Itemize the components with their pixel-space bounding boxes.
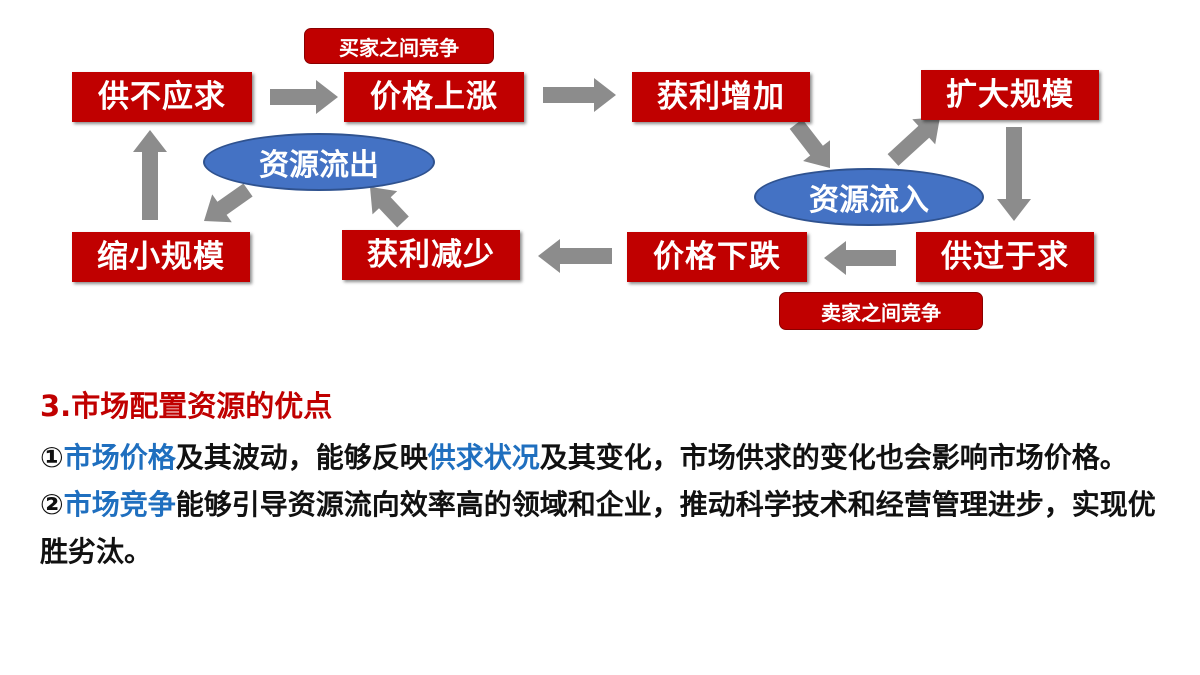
- arrow-shrink-to-supply-less: [133, 130, 167, 220]
- section-heading: 3.市场配置资源的优点: [40, 389, 333, 423]
- advantage-paragraph-1: ①市场价格及其波动，能够反映供求状况及其变化，市场供求的变化也会影响市场价格。: [40, 434, 1170, 481]
- highlight-market-price: 市场价格: [63, 441, 176, 474]
- arrow-outflow-to-shrink: [204, 183, 253, 223]
- paragraph-2-marker: ②: [40, 488, 64, 521]
- paragraph-2-text: 能够引导资源流向效率高的领域和企业，推动科学技术和经营管理进步，实现优胜劣汰。: [40, 488, 1156, 568]
- paragraph-1-text-b: 及其变化，市场供求的变化也会影响市场价格。: [539, 441, 1128, 474]
- price-rise-box: 价格上涨: [344, 72, 524, 122]
- seller-competition-badge: 卖家之间竞争: [779, 292, 983, 330]
- resource-inflow-ellipse: 资源流入: [754, 168, 984, 226]
- paragraph-1-text-a: 及其波动，能够反映: [175, 441, 428, 474]
- highlight-market-competition: 市场竞争: [63, 488, 176, 521]
- highlight-supply-demand: 供求状况: [427, 441, 540, 474]
- expand-scale-box: 扩大规模: [921, 70, 1099, 120]
- profit-increase-box: 获利增加: [632, 72, 810, 122]
- arrow-price-fall-to-profit-down: [538, 239, 612, 273]
- price-fall-box: 价格下跌: [627, 232, 807, 282]
- arrow-supply-less-to-price-rise: [270, 80, 338, 114]
- resource-outflow-ellipse: 资源流出: [203, 133, 435, 191]
- arrow-profit-up-to-inflow: [789, 119, 830, 168]
- arrow-price-rise-to-profit-up: [543, 78, 616, 112]
- advantages-section: 3.市场配置资源的优点 ①市场价格及其波动，能够反映供求状况及其变化，市场供求的…: [40, 384, 1170, 575]
- arrow-supply-more-to-price-fall: [824, 241, 896, 275]
- buyer-competition-badge: 买家之间竞争: [304, 28, 494, 64]
- supply-less-than-demand-box: 供不应求: [72, 72, 252, 122]
- shrink-scale-box: 缩小规模: [72, 232, 250, 282]
- supply-more-than-demand-box: 供过于求: [916, 232, 1094, 282]
- arrow-profit-down-to-outflow: [370, 187, 409, 228]
- advantage-paragraph-2: ②市场竞争能够引导资源流向效率高的领域和企业，推动科学技术和经营管理进步，实现优…: [40, 481, 1170, 575]
- paragraph-1-marker: ①: [40, 441, 64, 474]
- diagram-arrows: [133, 78, 1031, 275]
- arrow-expand-to-supply-more: [997, 127, 1031, 221]
- profit-decrease-box: 获利减少: [342, 230, 520, 280]
- arrow-inflow-to-expand: [887, 117, 940, 166]
